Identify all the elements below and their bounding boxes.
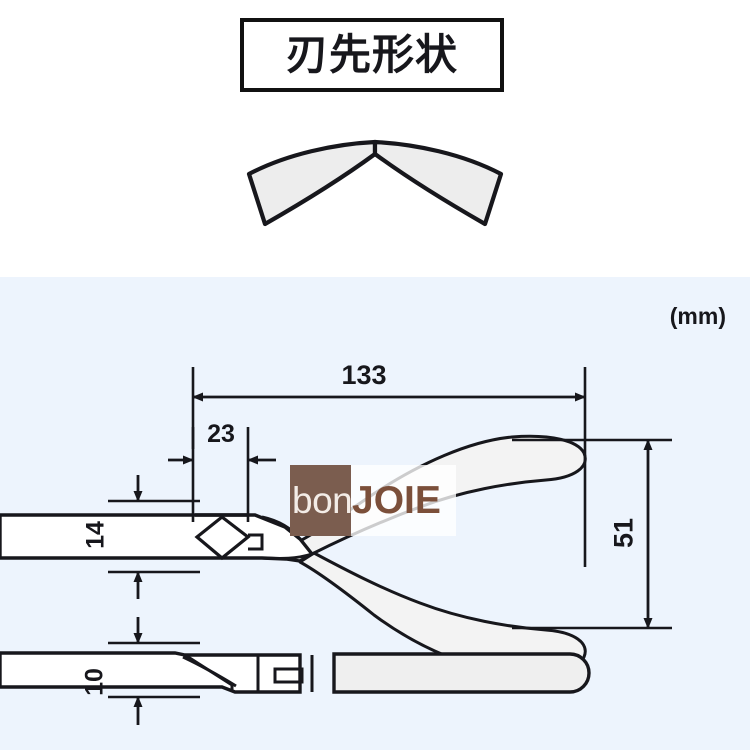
- top-view-pliers: [0, 434, 587, 676]
- page-title: 刃先形状: [285, 30, 458, 79]
- side-jaw-body: [0, 651, 302, 694]
- blade-tip-svg: [246, 139, 504, 227]
- unit-label: (mm): [669, 303, 726, 329]
- upper-shoulder: [261, 515, 302, 540]
- technical-drawing-svg: [0, 367, 672, 725]
- drawing-section: (mm): [0, 277, 750, 750]
- side-latch-notch: [273, 667, 304, 684]
- dimension-label-23: 23: [207, 420, 235, 448]
- blade-left-wing: [246, 139, 378, 227]
- dimension-label-51: 51: [608, 517, 639, 549]
- blade-tip-profile-figure: [215, 128, 535, 240]
- side-taper-line-2: [182, 655, 237, 688]
- upper-handle: [298, 434, 587, 556]
- lower-shoulder: [261, 552, 313, 560]
- blade-right-wing: [372, 139, 504, 227]
- dimension-label-133: 133: [341, 360, 387, 390]
- side-handle-bar: [332, 652, 591, 694]
- dimension-label-10: 10: [80, 668, 109, 696]
- lower-handle: [298, 551, 587, 676]
- jaw-body: [0, 513, 315, 563]
- pivot-notch: [248, 533, 264, 551]
- title-section: 刃先形状: [0, 0, 750, 277]
- title-box: 刃先形状: [240, 18, 504, 92]
- joint-diamond: [194, 514, 251, 561]
- side-view-pliers: [0, 651, 591, 694]
- dimension-label-14: 14: [81, 521, 110, 549]
